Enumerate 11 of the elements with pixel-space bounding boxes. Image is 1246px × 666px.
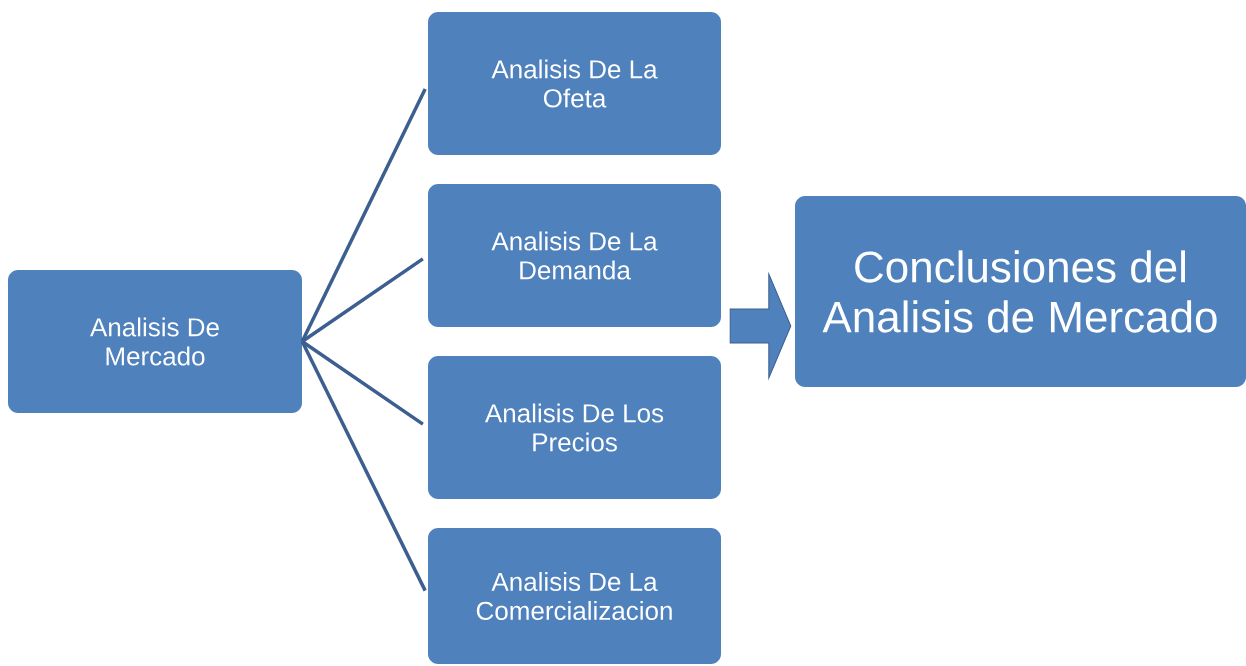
block-arrow [729, 273, 792, 379]
connector-line [300, 340, 427, 592]
process-box: Analisis De Mercado [8, 270, 302, 413]
result-box: Conclusiones del Analisis de Mercado [795, 196, 1246, 387]
connector-line [301, 257, 424, 343]
process-box: Analisis De La Ofeta [428, 12, 721, 155]
process-box: Analisis De La Comercializacion [428, 528, 721, 664]
process-box: Analisis De Los Precios [428, 356, 721, 499]
connector-line [301, 340, 424, 426]
connector-line [300, 88, 427, 343]
process-box: Analisis De La Demanda [428, 184, 721, 327]
